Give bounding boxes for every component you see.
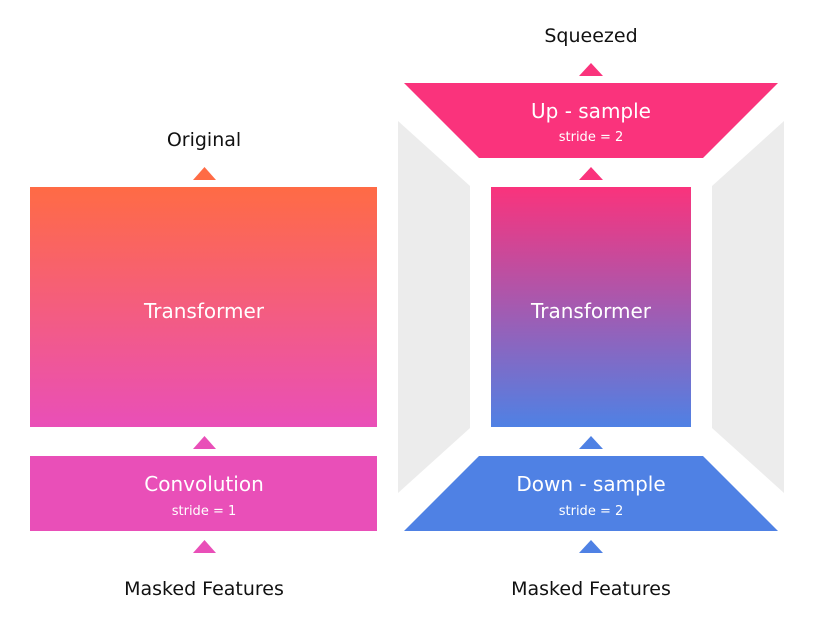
output-arrow-squeezed <box>579 63 603 76</box>
upsample-block <box>404 83 778 158</box>
output-arrow-original <box>193 167 216 180</box>
transformer-block-squeezed <box>491 187 691 427</box>
upsample-stride: stride = 2 <box>559 130 624 145</box>
downsample-label: Down - sample <box>516 472 665 496</box>
squeezed-architecture: Squeezed Up - sample stride = 2 Transfor… <box>398 25 784 600</box>
arrow-downsample-to-transformer <box>579 436 603 449</box>
transformer-label-squeezed: Transformer <box>530 299 652 323</box>
upsample-label: Up - sample <box>531 99 651 123</box>
original-architecture: Original Transformer Convolution stride … <box>30 129 377 600</box>
transformer-label-original: Transformer <box>143 299 265 323</box>
downsample-block <box>404 456 778 531</box>
convolution-block <box>30 456 377 531</box>
masked-features-label-squeezed: Masked Features <box>511 578 671 600</box>
convolution-label: Convolution <box>144 472 264 496</box>
side-panel-right <box>712 121 784 493</box>
downsample-stride: stride = 2 <box>559 504 624 519</box>
original-title: Original <box>167 129 241 151</box>
input-arrow-squeezed <box>579 540 603 553</box>
squeezed-title: Squeezed <box>544 25 637 47</box>
masked-features-label-original: Masked Features <box>124 578 284 600</box>
convolution-stride: stride = 1 <box>172 504 237 519</box>
side-panel-left <box>398 121 470 493</box>
arrow-transformer-to-upsample <box>579 167 603 180</box>
transformer-block-original <box>30 187 377 427</box>
arrow-conv-to-transformer <box>193 436 216 449</box>
input-arrow-original <box>193 540 216 553</box>
